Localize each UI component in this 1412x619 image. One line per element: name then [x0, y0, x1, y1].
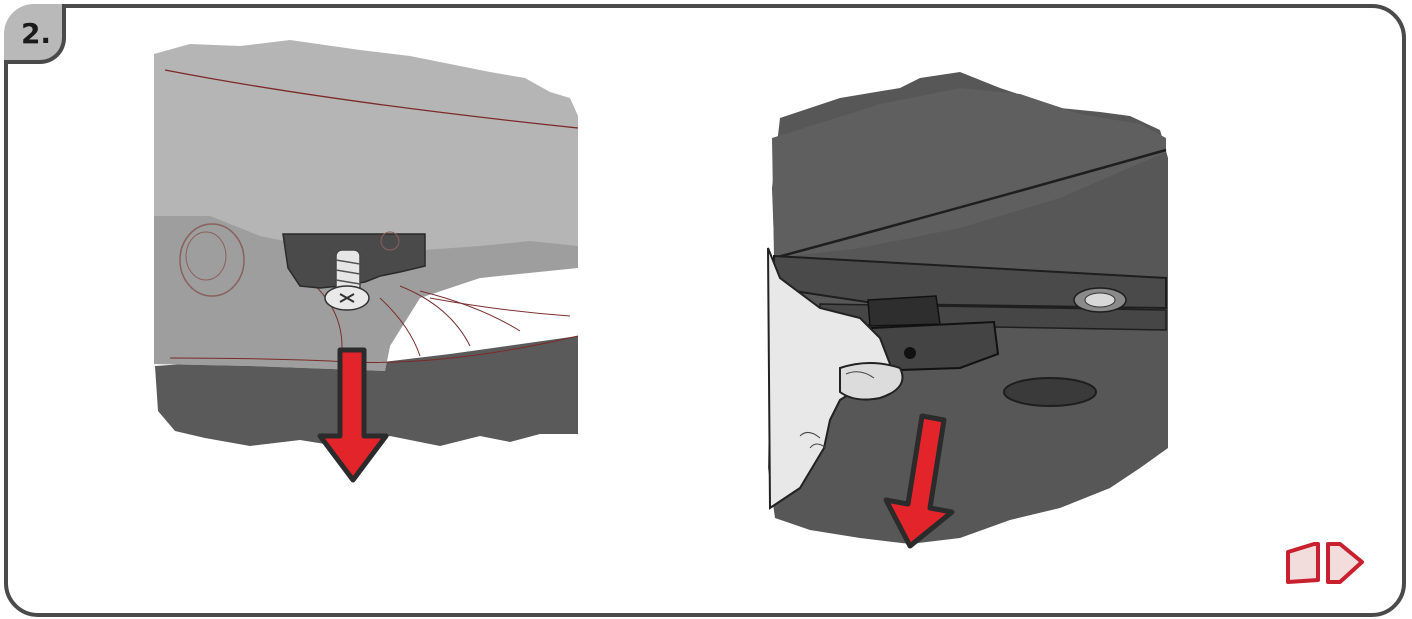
- next-page-arrow-icon[interactable]: [1284, 538, 1366, 588]
- clip-pull-illustration: [760, 68, 1170, 558]
- screw-removal-illustration: [150, 36, 580, 486]
- step-number-tab: 2.: [4, 4, 66, 64]
- step-number: 2.: [21, 17, 51, 50]
